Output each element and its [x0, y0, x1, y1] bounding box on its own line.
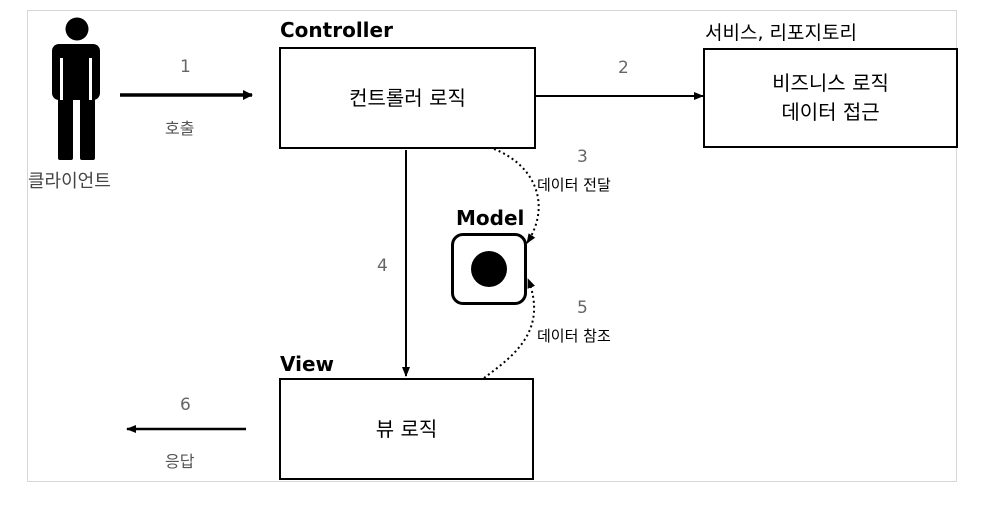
model-heading: Model	[456, 206, 525, 230]
service-heading: 서비스, 리포지토리	[705, 22, 857, 44]
step-3-label: 데이터 전달	[537, 176, 611, 194]
step-5-number: 5	[577, 298, 588, 318]
client-label: 클라이언트	[28, 171, 111, 192]
step-1-label: 호출	[165, 119, 195, 138]
filled-circle-icon	[471, 251, 507, 287]
service-box-line2: 데이터 접근	[781, 100, 880, 124]
view-heading: View	[280, 352, 335, 376]
controller-box: 컨트롤러 로직	[279, 47, 536, 149]
step-6-label: 응답	[165, 452, 195, 471]
controller-box-label: 컨트롤러 로직	[349, 85, 466, 110]
controller-heading: Controller	[280, 18, 393, 42]
step-1-number: 1	[180, 57, 191, 77]
step-2-number: 2	[618, 58, 629, 78]
model-box	[451, 233, 527, 305]
arrow-view-to-model	[483, 278, 536, 379]
view-box-label: 뷰 로직	[375, 416, 438, 441]
step-4-number: 4	[377, 256, 388, 276]
step-3-number: 3	[577, 147, 588, 167]
view-box: 뷰 로직	[279, 378, 534, 480]
step-6-number: 6	[180, 395, 191, 415]
service-box: 비즈니스 로직 데이터 접근	[703, 48, 958, 148]
service-box-line1: 비즈니스 로직	[772, 71, 889, 95]
arrow-controller-to-model	[493, 148, 540, 244]
step-5-label: 데이터 참조	[537, 327, 611, 345]
person-icon	[52, 17, 100, 160]
